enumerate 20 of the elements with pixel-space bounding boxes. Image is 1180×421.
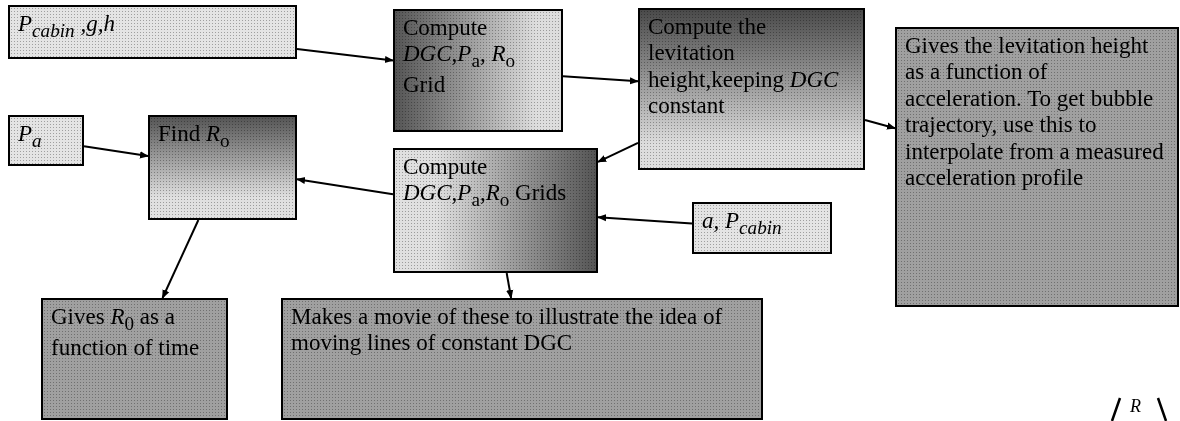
arrow xyxy=(597,141,639,163)
arrow xyxy=(864,119,896,130)
process-box: Compute the levitation height,keeping DGC constant xyxy=(638,8,865,170)
process-box: Compute DGC,P$_{a}$,R$_{o}$ Grids xyxy=(393,148,598,273)
equation-text: R xyxy=(1130,396,1141,417)
input-box: P$_{a}$ xyxy=(8,115,84,166)
arrow xyxy=(83,145,149,159)
arrow xyxy=(296,48,394,64)
process-box: Compute DGC,P$_{a}$, R$_{o}$ Grid xyxy=(393,9,563,132)
result-box: Makes a movie of these to illustrate the idea of moving lines of constant DGC xyxy=(281,298,763,420)
arrow xyxy=(597,214,693,225)
input-box: P$_{cabin}$ ,g,h xyxy=(8,5,297,59)
input-box: a, P$_{cabin}$ xyxy=(692,202,832,254)
arrow xyxy=(296,176,394,196)
process-box: Find R$_{o}$ xyxy=(148,115,297,220)
arrow xyxy=(505,272,514,299)
result-box: Gives the levitation height as a function of acceleration. To get bubble trajectory, use this to interpolate from a measured acceleration profile xyxy=(895,27,1179,307)
arrow xyxy=(562,75,639,85)
arrow xyxy=(161,219,200,299)
result-box: Gives R$_{0}$ as a function of time xyxy=(41,298,228,420)
